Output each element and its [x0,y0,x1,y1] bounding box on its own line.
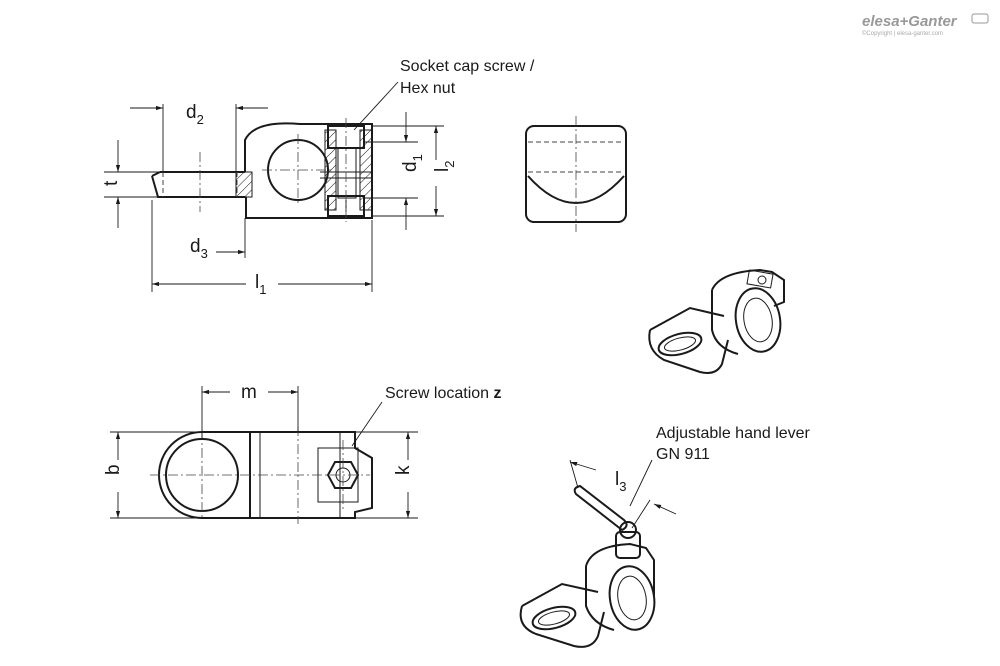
dim-t-label: t [101,180,122,186]
dim-d3-label: d3 [190,236,208,261]
isometric-clamp-view [648,268,785,374]
top-view: m b k Screw location z [103,382,502,524]
dim-b-label: b [103,464,124,475]
side-view [525,116,627,232]
brand-logo-text: elesa+Ganter [862,13,958,30]
callout-screw-location: Screw location z [385,385,502,402]
callout-socket-screw-line2: Hex nut [400,80,456,97]
dim-l2-label: l2 [432,161,457,172]
dim-m-label: m [241,382,257,403]
brand-copyright: ©Copyright | elesa-ganter.com [862,30,943,37]
callout-socket-screw-line1: Socket cap screw / [400,58,535,75]
front-view: d2 t d3 l1 d1 l2 Socket cap screw / Hex … [101,58,535,297]
isometric-lever-view: l3 Adjustable hand lever GN 911 [519,425,811,648]
dim-l3-label: l3 [615,469,626,494]
ce-mark-icon [971,13,989,24]
dim-l1-label: l1 [255,272,266,297]
callout-hand-lever-line1: Adjustable hand lever [656,425,811,442]
dim-d2-label: d2 [186,102,204,127]
dim-k-label: k [393,465,414,475]
brand-logo: elesa+Ganter ©Copyright | elesa-ganter.c… [862,13,989,37]
dim-d1-label: d1 [400,154,425,172]
callout-hand-lever-line2: GN 911 [656,446,710,463]
